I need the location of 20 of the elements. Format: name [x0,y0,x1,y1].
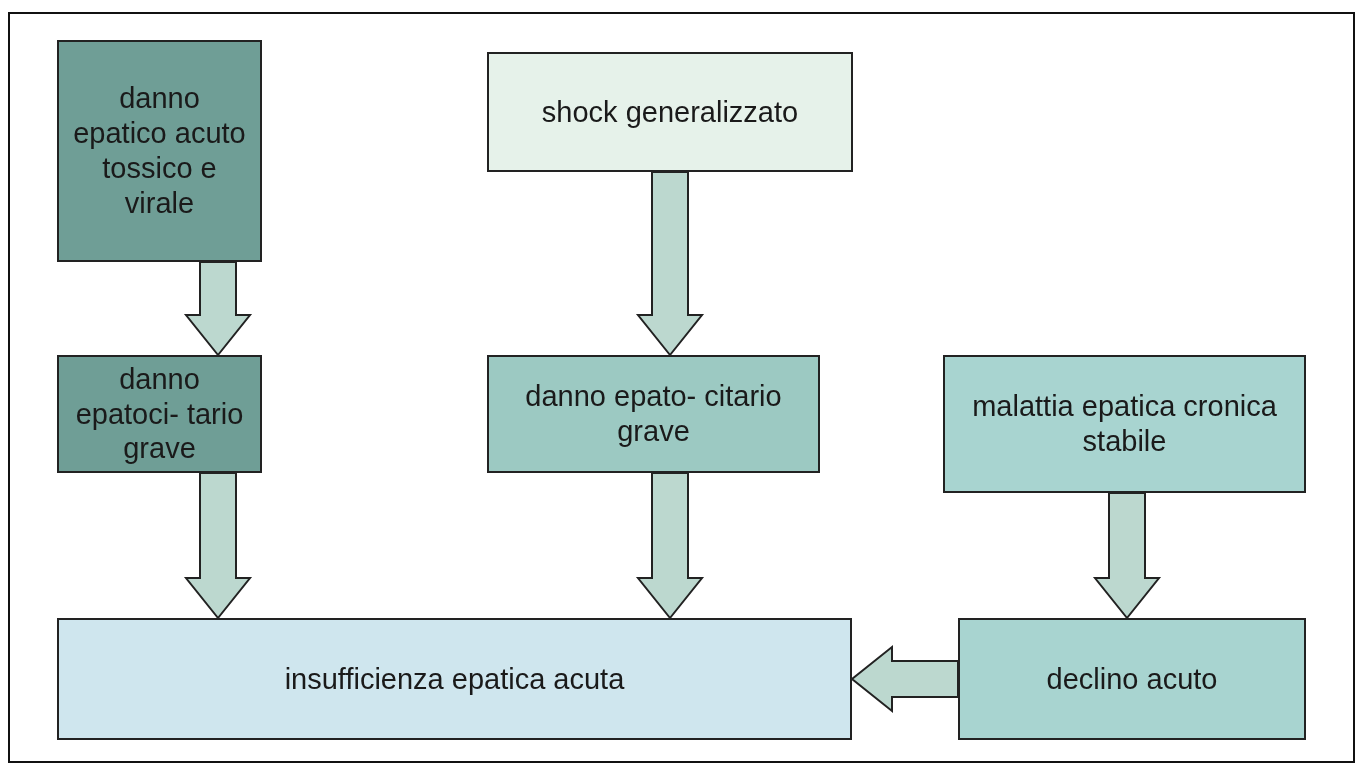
block-arrow [183,472,253,620]
process-box [57,355,262,473]
box-label: danno epatoci- tario grave [74,361,245,467]
process-box [57,40,262,262]
process-box [487,355,820,473]
box-label: malattia epatica cronica stabile [971,389,1278,459]
block-arrow [850,644,959,714]
box-label: danno epatico acuto tossico e virale [72,81,247,221]
block-arrow [635,171,705,357]
process-box [487,52,853,172]
block-arrow [635,472,705,620]
block-arrow [183,261,253,357]
box-label: shock generalizzato [540,94,800,130]
box-label: declino acuto [1045,661,1219,697]
box-label: insufficienza epatica acuta [283,661,626,697]
process-box [943,355,1306,493]
process-box [57,618,852,740]
box-label: danno epato- citario grave [524,379,783,449]
block-arrow [1092,492,1162,620]
process-box [958,618,1306,740]
